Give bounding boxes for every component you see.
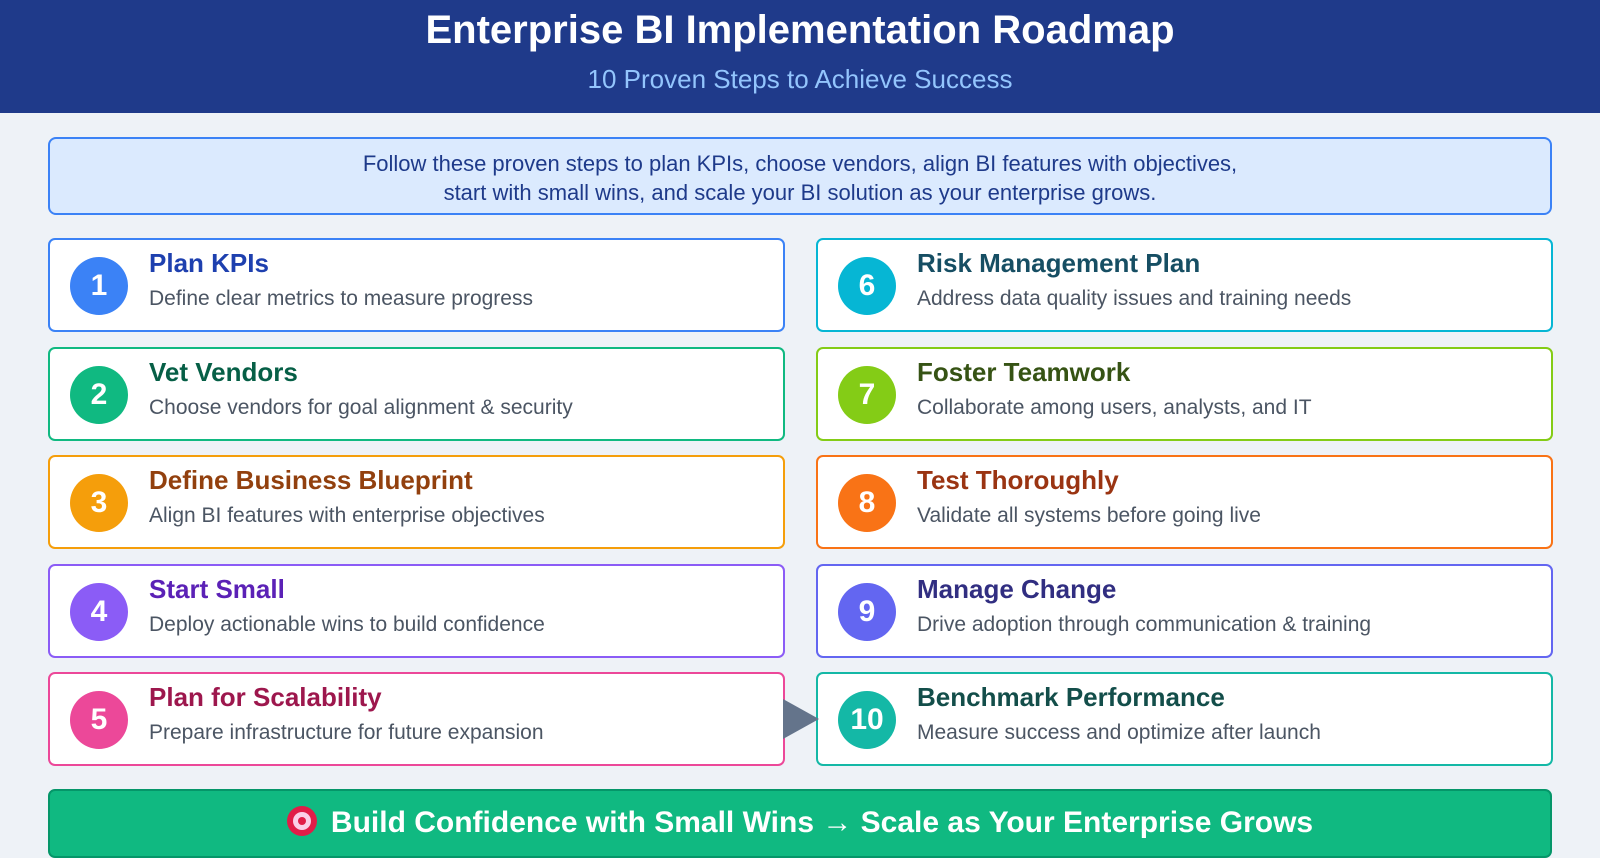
step-card-4: 4 Start Small Deploy actionable wins to … xyxy=(48,563,785,658)
step-card-8: 8 Test Thoroughly Validate all systems b… xyxy=(816,455,1553,549)
step-title: Start Small xyxy=(149,573,285,604)
step-title: Foster Teamwork xyxy=(917,356,1131,387)
intro-box: Follow these proven steps to plan KPIs, … xyxy=(48,137,1552,215)
footer-text: Build Confidence with Small Wins → Scale… xyxy=(330,806,1314,839)
header: Enterprise BI Implementation Roadmap 10 … xyxy=(0,0,1600,113)
step-title: Plan for Scalability xyxy=(149,682,382,712)
target-icon xyxy=(286,806,317,836)
step-number-badge: 4 xyxy=(70,582,128,641)
step-card-9: 9 Manage Change Drive adoption through c… xyxy=(816,563,1553,658)
intro-line-2: start with small wins, and scale your BI… xyxy=(443,180,1157,205)
step-description: Measure success and optimize after launc… xyxy=(917,721,1321,744)
arrow-right-icon xyxy=(783,699,819,739)
step-description: Choose vendors for goal alignment & secu… xyxy=(149,395,573,419)
step-title: Manage Change xyxy=(917,573,1117,604)
step-description: Define clear metrics to measure progress xyxy=(149,287,533,310)
page-subtitle: 10 Proven Steps to Achieve Success xyxy=(587,64,1013,94)
step-description: Drive adoption through communication & t… xyxy=(917,612,1372,636)
step-number-badge: 10 xyxy=(838,691,896,749)
intro-line-1: Follow these proven steps to plan KPIs, … xyxy=(362,151,1238,176)
step-card-2: 2 Vet Vendors Choose vendors for goal al… xyxy=(48,346,785,441)
step-title: Plan KPIs xyxy=(149,248,269,278)
step-card-1: 1 Plan KPIs Define clear metrics to meas… xyxy=(48,238,785,332)
step-card-10: 10 Benchmark Performance Measure success… xyxy=(816,672,1553,766)
step-description: Validate all systems before going live xyxy=(917,504,1261,527)
step-title: Test Thoroughly xyxy=(917,465,1119,495)
step-description: Address data quality issues and training… xyxy=(917,287,1352,310)
step-card-5: 5 Plan for Scalability Prepare infrastru… xyxy=(48,672,785,766)
step-description: Deploy actionable wins to build confiden… xyxy=(149,612,545,636)
step-title: Define Business Blueprint xyxy=(149,465,473,495)
step-description: Prepare infrastructure for future expans… xyxy=(149,721,544,744)
step-number-badge: 6 xyxy=(838,257,896,315)
step-number-badge: 5 xyxy=(70,691,128,749)
step-description: Collaborate among users, analysts, and I… xyxy=(917,395,1312,419)
step-number-badge: 7 xyxy=(838,365,896,424)
step-description: Align BI features with enterprise object… xyxy=(149,504,545,527)
step-card-6: 6 Risk Management Plan Address data qual… xyxy=(816,238,1553,332)
step-card-3: 3 Define Business Blueprint Align BI fea… xyxy=(48,455,785,549)
step-title: Benchmark Performance xyxy=(917,682,1225,712)
step-number-badge: 3 xyxy=(70,474,128,532)
footer-banner: Build Confidence with Small Wins → Scale… xyxy=(48,789,1552,858)
step-title: Risk Management Plan xyxy=(917,248,1201,278)
step-number-badge: 9 xyxy=(838,582,896,641)
step-number-badge: 2 xyxy=(70,365,128,424)
step-title: Vet Vendors xyxy=(149,356,298,387)
step-number-badge: 8 xyxy=(838,474,896,532)
step-number-badge: 1 xyxy=(70,257,128,315)
step-card-7: 7 Foster Teamwork Collaborate among user… xyxy=(816,346,1553,441)
page-title: Enterprise BI Implementation Roadmap xyxy=(425,8,1175,52)
